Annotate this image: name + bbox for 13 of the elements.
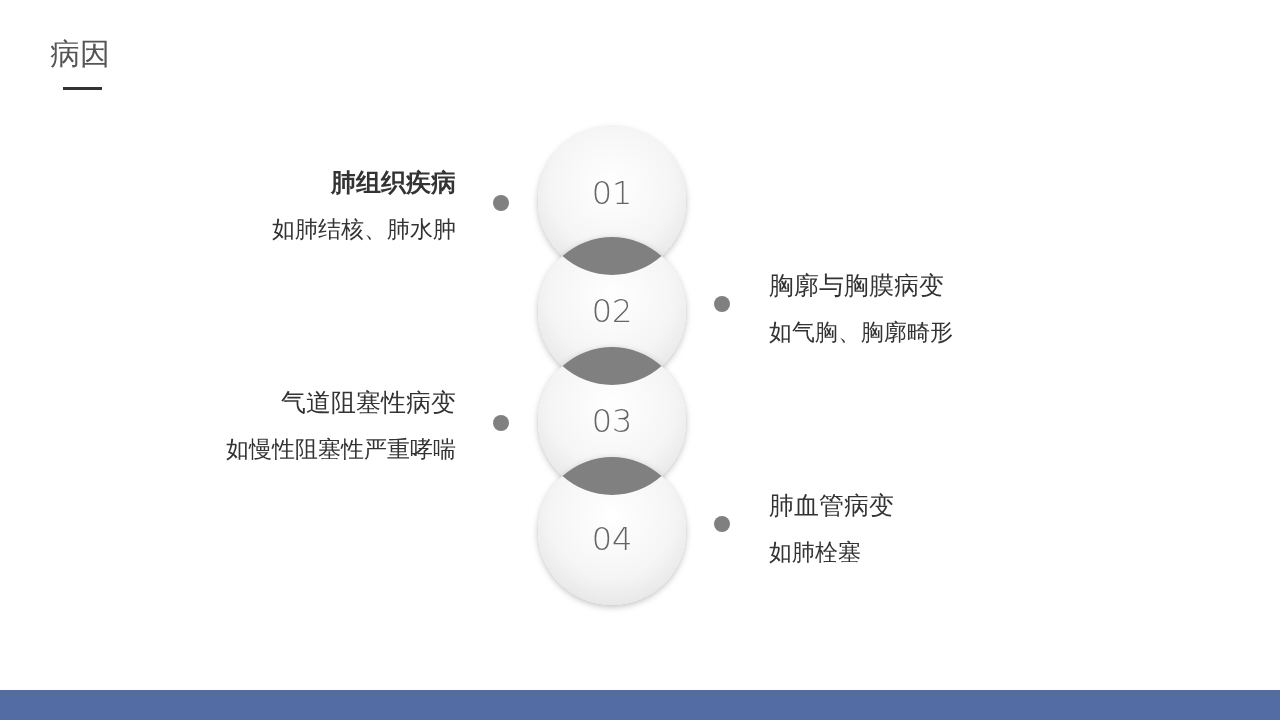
cause-example: 如慢性阻塞性严重哮喘: [226, 435, 456, 464]
slide-title: 病因: [50, 35, 110, 73]
cause-example: 如肺栓塞: [769, 538, 861, 567]
step-number: 03: [582, 401, 642, 441]
cause-example: 如肺结核、肺水肿: [272, 215, 456, 244]
cause-heading: 胸廓与胸膜病变: [769, 270, 944, 302]
cause-heading: 肺组织疾病: [331, 167, 456, 199]
step-number: 01: [582, 173, 642, 213]
cause-heading: 气道阻塞性病变: [281, 387, 456, 419]
cause-example: 如气胸、胸廓畸形: [769, 318, 953, 347]
step-number: 02: [582, 291, 642, 331]
step-number: 04: [582, 519, 642, 559]
cause-heading: 肺血管病变: [769, 490, 894, 522]
